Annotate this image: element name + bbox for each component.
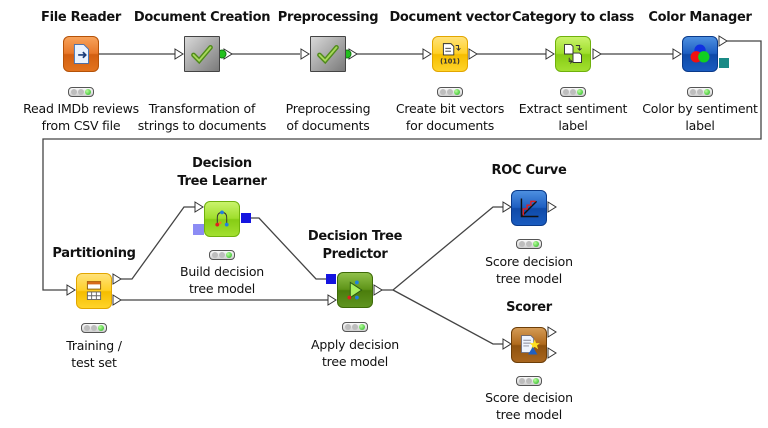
port-out-partitioning-test[interactable] <box>112 294 122 306</box>
node-title: ROC Curve <box>491 163 567 178</box>
port-in-partitioning[interactable] <box>66 284 76 296</box>
status-light <box>687 87 713 97</box>
category-to-class-icon[interactable] <box>555 36 591 72</box>
port-in-scorer[interactable] <box>502 338 512 350</box>
roc-curve-icon[interactable] <box>511 190 547 226</box>
partitioning-icon[interactable] <box>76 273 112 309</box>
port-out-scorer-1[interactable] <box>547 326 557 338</box>
port-out-learner-model[interactable] <box>241 213 251 223</box>
port-out-color-manager[interactable] <box>718 35 728 47</box>
status-light <box>209 250 235 260</box>
port-in-learner[interactable] <box>194 201 204 213</box>
status-light <box>516 239 542 249</box>
scorer-icon[interactable] <box>511 327 547 363</box>
metanode-check-icon[interactable] <box>184 36 220 72</box>
port-in-color-manager[interactable] <box>672 48 682 60</box>
status-light <box>516 376 542 386</box>
node-title: Document Creation <box>133 10 271 25</box>
port-out-partitioning-train[interactable] <box>112 273 122 285</box>
port-in-predictor-model[interactable] <box>326 274 336 284</box>
node-title: File Reader <box>41 10 121 25</box>
node-title: Color Manager <box>648 10 752 25</box>
status-light <box>68 87 94 97</box>
port-out-predictor[interactable] <box>373 284 383 296</box>
connection-predictor-to-roc[interactable] <box>382 206 503 291</box>
connection-predictor-to-scorer[interactable] <box>392 289 503 345</box>
port-in-category-to-class[interactable] <box>545 48 555 60</box>
document-vector-icon[interactable]: (101) <box>432 36 468 72</box>
port-in-roc[interactable] <box>502 201 512 213</box>
decision-tree-predictor-icon[interactable] <box>337 272 373 308</box>
port-out-scorer-2[interactable] <box>547 347 557 359</box>
node-description: Training /test set <box>66 338 122 370</box>
port-out-category-to-class[interactable] <box>592 48 602 60</box>
node-title: Category to class <box>512 10 634 25</box>
node-title: Partitioning <box>52 246 136 261</box>
decision-tree-learner-icon[interactable] <box>204 201 240 237</box>
node-title: Scorer <box>506 300 552 315</box>
port-out-color-model[interactable] <box>719 58 729 68</box>
connection-partitioning-to-learner[interactable] <box>121 206 195 280</box>
color-manager-icon[interactable] <box>682 36 718 72</box>
svg-text:(101): (101) <box>440 57 460 65</box>
port-out-roc[interactable] <box>547 201 557 213</box>
port-in-predictor-data[interactable] <box>327 294 337 306</box>
port-in-document-creation[interactable] <box>174 48 184 60</box>
port-in-document-vector[interactable] <box>422 48 432 60</box>
file-reader-icon[interactable] <box>63 36 99 72</box>
metanode-check-icon[interactable] <box>310 36 346 72</box>
port-in-learner-flowvar[interactable] <box>193 224 204 235</box>
port-in-preprocessing[interactable] <box>300 48 310 60</box>
status-light <box>342 322 368 332</box>
status-light <box>560 87 586 97</box>
node-title: Preprocessing <box>277 10 379 25</box>
connection-learner-to-predictor[interactable] <box>251 217 326 280</box>
node-title: Document vector <box>389 10 511 25</box>
connection-color-manager-to-partitioning[interactable] <box>42 40 762 291</box>
port-out-document-vector[interactable] <box>468 48 478 60</box>
status-light <box>437 87 463 97</box>
status-light <box>81 323 107 333</box>
